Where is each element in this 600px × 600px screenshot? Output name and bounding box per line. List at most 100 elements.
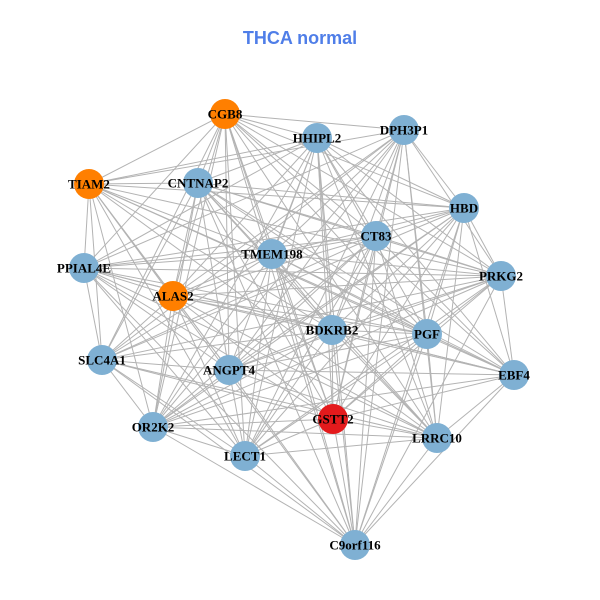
edge-CNTNAP2-ALAS2	[172, 182, 199, 297]
node-circle-EBF4[interactable]	[499, 360, 529, 390]
node-circle-ALAS2[interactable]	[158, 281, 188, 311]
node-circle-TIAM2[interactable]	[74, 169, 104, 199]
node-circle-C9orf116[interactable]	[340, 530, 370, 560]
node-GSTT2[interactable]: GSTT2	[312, 404, 354, 434]
edge-HBD-GSTT2	[332, 207, 465, 420]
edge-LECT1-C9orf116	[244, 455, 356, 546]
node-OR2K2[interactable]: OR2K2	[132, 412, 175, 442]
node-CGB8[interactable]: CGB8	[208, 99, 243, 129]
edge-PGF-OR2K2	[152, 333, 428, 428]
node-circle-DPH3P1[interactable]	[389, 115, 419, 145]
node-circle-HBD[interactable]	[449, 193, 479, 223]
edge-SLC4A1-LRRC10	[101, 359, 438, 439]
node-C9orf116[interactable]: C9orf116	[329, 530, 381, 560]
node-ALAS2[interactable]: ALAS2	[152, 281, 194, 311]
node-HBD[interactable]: HBD	[449, 193, 479, 223]
node-EBF4[interactable]: EBF4	[498, 360, 530, 390]
edge-DPH3P1-C9orf116	[354, 129, 405, 546]
edge-GSTT2-C9orf116	[332, 418, 356, 546]
node-circle-CNTNAP2[interactable]	[183, 168, 213, 198]
node-TMEM198[interactable]: TMEM198	[241, 239, 303, 269]
edge-ALAS2-LECT1	[172, 295, 246, 457]
edge-CT83-BDKRB2	[331, 235, 377, 331]
edge-DPH3P1-ALAS2	[172, 129, 405, 297]
node-circle-CGB8[interactable]	[210, 99, 240, 129]
node-circle-TMEM198[interactable]	[257, 239, 287, 269]
node-ANGPT4[interactable]: ANGPT4	[203, 355, 256, 385]
edge-TIAM2-HBD	[88, 183, 465, 209]
edge-CT83-ANGPT4	[228, 235, 377, 371]
node-label-TMEM198: TMEM198	[241, 247, 303, 262]
edge-PRKG2-SLC4A1	[101, 275, 502, 361]
edge-HHIPL2-CNTNAP2	[197, 137, 318, 184]
edge-CNTNAP2-LRRC10	[197, 182, 438, 439]
edge-BDKRB2-ANGPT4	[228, 329, 333, 371]
edge-CT83-EBF4	[375, 235, 515, 376]
edge-TMEM198-PRKG2	[271, 253, 502, 277]
node-HHIPL2[interactable]: HHIPL2	[293, 123, 341, 153]
node-PRKG2[interactable]: PRKG2	[479, 261, 523, 291]
edge-CGB8-C9orf116	[224, 113, 356, 546]
edge-PPIAL4E-PRKG2	[83, 267, 502, 277]
node-circle-PPIAL4E[interactable]	[69, 253, 99, 283]
edge-HBD-CT83	[375, 207, 465, 237]
edge-TMEM198-ALAS2	[172, 253, 273, 297]
edge-OR2K2-GSTT2	[152, 418, 334, 428]
edge-CNTNAP2-ANGPT4	[197, 182, 230, 371]
edge-ANGPT4-C9orf116	[228, 369, 356, 546]
edge-ANGPT4-OR2K2	[152, 369, 230, 428]
node-circle-ANGPT4[interactable]	[214, 355, 244, 385]
edge-TMEM198-OR2K2	[152, 253, 273, 428]
edge-ANGPT4-EBF4	[228, 369, 515, 376]
edge-ALAS2-OR2K2	[152, 295, 174, 428]
node-PPIAL4E[interactable]: PPIAL4E	[57, 253, 111, 283]
node-CNTNAP2[interactable]: CNTNAP2	[168, 168, 229, 198]
edge-TIAM2-PRKG2	[88, 183, 502, 277]
node-DPH3P1[interactable]: DPH3P1	[380, 115, 428, 145]
edge-CNTNAP2-PRKG2	[197, 182, 502, 277]
edge-SLC4A1-ANGPT4	[101, 359, 230, 371]
node-circle-SLC4A1[interactable]	[87, 345, 117, 375]
node-LRRC10[interactable]: LRRC10	[412, 423, 462, 453]
edge-PPIAL4E-LRRC10	[83, 267, 438, 439]
edge-LRRC10-LECT1	[244, 437, 438, 457]
edge-CNTNAP2-C9orf116	[197, 182, 356, 546]
node-circle-HHIPL2[interactable]	[302, 123, 332, 153]
edge-HBD-EBF4	[463, 207, 515, 376]
node-circle-LECT1[interactable]	[230, 441, 260, 471]
edge-DPH3P1-SLC4A1	[101, 129, 405, 361]
node-circle-OR2K2[interactable]	[138, 412, 168, 442]
node-circle-BDKRB2[interactable]	[317, 315, 347, 345]
node-circle-PRKG2[interactable]	[486, 261, 516, 291]
node-PGF[interactable]: PGF	[412, 319, 442, 349]
node-BDKRB2[interactable]: BDKRB2	[306, 315, 359, 345]
node-label-CGB8: CGB8	[208, 107, 243, 122]
node-circle-PGF[interactable]	[412, 319, 442, 349]
edge-OR2K2-LRRC10	[152, 426, 438, 439]
edge-CNTNAP2-PGF	[197, 182, 428, 335]
node-label-GSTT2: GSTT2	[312, 412, 353, 427]
node-label-C9orf116: C9orf116	[329, 538, 381, 553]
edge-TIAM2-TMEM198	[88, 183, 273, 255]
edge-CNTNAP2-HBD	[197, 182, 465, 209]
node-circle-GSTT2[interactable]	[318, 404, 348, 434]
edge-DPH3P1-PPIAL4E	[83, 129, 405, 269]
edge-PPIAL4E-LECT1	[83, 267, 246, 457]
node-label-TIAM2: TIAM2	[68, 177, 110, 192]
edge-GSTT2-LRRC10	[332, 418, 438, 439]
node-circle-LRRC10[interactable]	[422, 423, 452, 453]
edge-PGF-ANGPT4	[228, 333, 428, 371]
edge-HHIPL2-TIAM2	[88, 137, 318, 185]
edge-DPH3P1-LECT1	[244, 129, 405, 457]
edge-PGF-C9orf116	[354, 333, 428, 546]
edge-PPIAL4E-ANGPT4	[83, 267, 230, 371]
node-SLC4A1[interactable]: SLC4A1	[78, 345, 126, 375]
edge-PRKG2-C9orf116	[354, 275, 502, 546]
edge-ALAS2-LRRC10	[172, 295, 438, 439]
node-circle-CT83[interactable]	[361, 221, 391, 251]
node-label-EBF4: EBF4	[498, 368, 530, 383]
node-TIAM2[interactable]: TIAM2	[68, 169, 110, 199]
edge-CNTNAP2-SLC4A1	[101, 182, 199, 361]
node-LECT1[interactable]: LECT1	[224, 441, 266, 471]
node-CT83[interactable]: CT83	[360, 221, 392, 251]
